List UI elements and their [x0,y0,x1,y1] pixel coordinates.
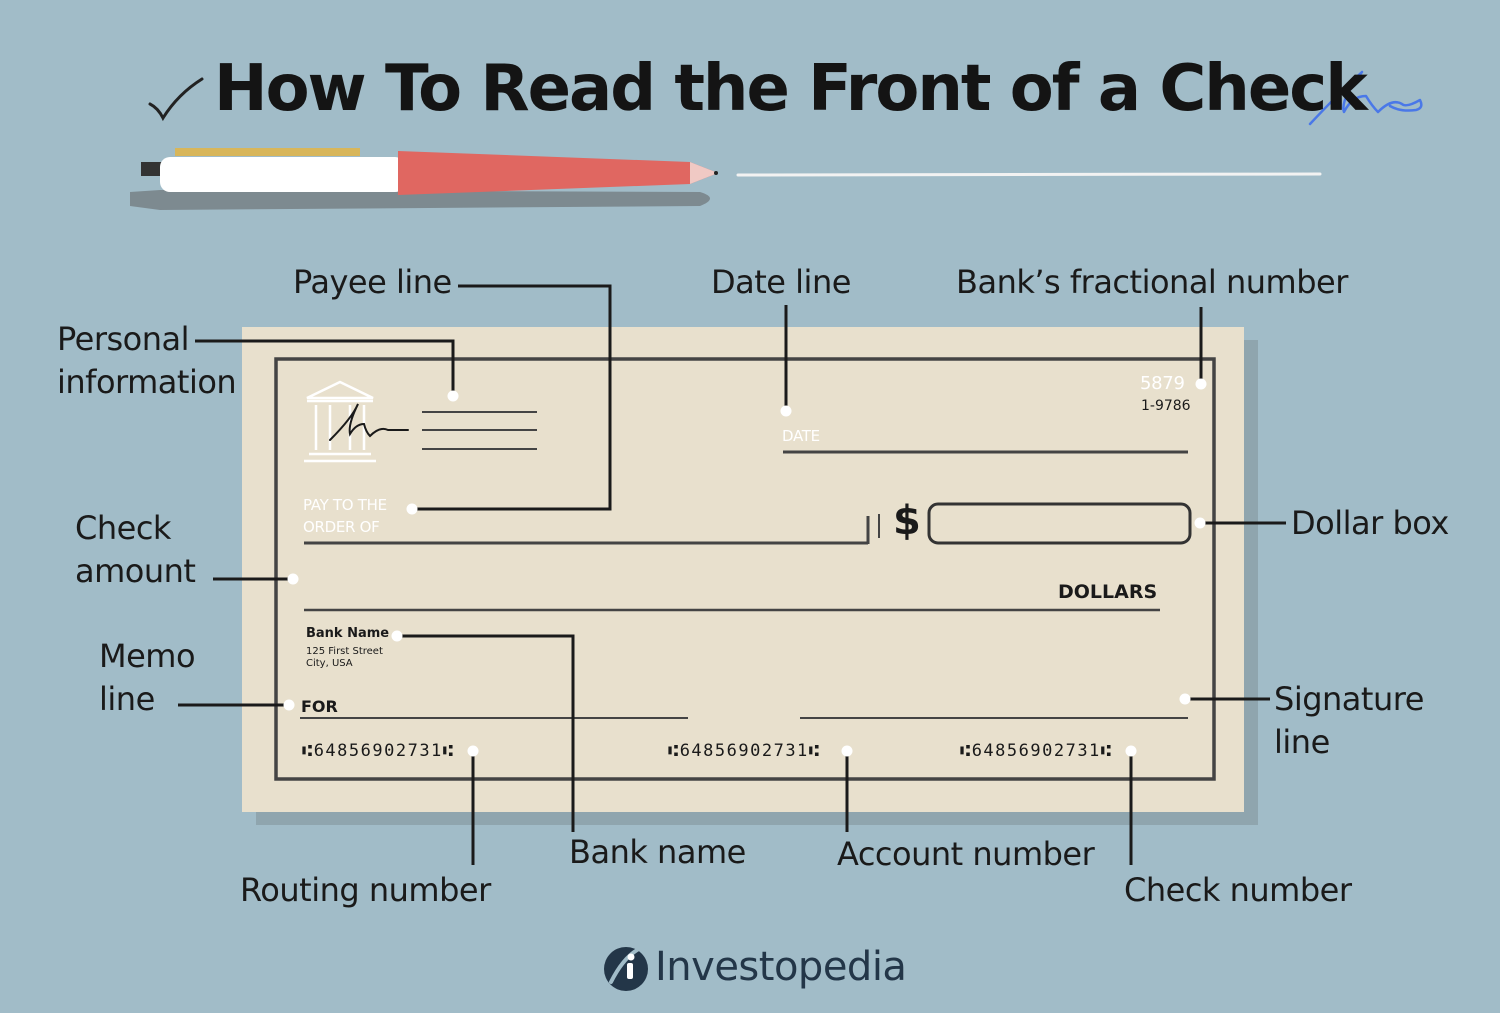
leader-dots [283,378,1207,757]
label-signature-2: line [1274,723,1330,761]
dot-check-amount [287,573,299,585]
dot-dollar-box [1194,517,1206,529]
label-account-number: Account number [837,835,1095,873]
memo-label: FOR [301,697,338,716]
label-fractional-number: Bank’s fractional number [956,263,1348,301]
leader-bank-name [397,634,575,832]
brand-name: Investopedia [655,944,907,990]
dollar-box-field [927,502,1192,545]
pay-to-label-1: PAY TO THE [303,496,387,514]
bank-address-line-2: City, USA [306,658,353,669]
date-label: DATE [782,427,820,445]
label-dollar-box: Dollar box [1291,504,1449,542]
dollar-sign: $ [893,498,921,544]
drawer-signature-icon [329,403,409,441]
label-routing-number: Routing number [240,871,491,909]
dot-routing [467,745,479,757]
dot-fractional [1195,378,1207,390]
dot-personal [447,390,459,402]
label-signature-1: Signature [1274,680,1424,718]
check-number-text: 5879 [1140,373,1185,394]
page-title: How To Read the Front of a Check [214,52,1368,126]
dot-memo [283,699,295,711]
label-payee-line: Payee line [293,263,452,301]
dot-account [841,745,853,757]
label-check-amount-2: amount [75,552,196,590]
signature-scribble-icon [1308,70,1423,126]
fractional-number-text: 1-9786 [1141,398,1191,414]
label-personal-info-2: information [57,363,237,401]
label-memo-1: Memo [99,637,196,675]
label-date-line: Date line [711,263,851,301]
leader-payee [412,284,612,511]
investopedia-logo-icon [604,944,648,991]
micr-account: ⑆64856902731⑆ [668,741,821,761]
dot-signature [1179,693,1191,705]
micr-check-number: ⑆64856902731⑆ [960,741,1113,761]
pen-icon [130,148,718,210]
leader-lines [178,284,1286,865]
checkmark-icon [148,77,204,122]
label-check-amount-1: Check [75,509,171,547]
pen-stroke-line [736,172,1322,177]
bank-address-line-1: 125 First Street [306,646,383,657]
dot-check-number [1125,745,1137,757]
dollars-label: DOLLARS [1058,581,1158,603]
check-paper [242,327,1244,812]
leader-personal [195,339,455,396]
bank-name-text: Bank Name [306,626,390,641]
label-check-number: Check number [1124,871,1352,909]
label-personal-info-1: Personal [57,320,190,358]
check-inner-border [274,357,1216,781]
pay-to-label-2: ORDER OF [303,518,380,536]
label-memo-2: line [99,680,155,718]
dot-payee [406,503,418,515]
dot-date [780,405,792,417]
dot-bank-name [391,630,403,642]
label-bank-name: Bank name [569,833,746,871]
micr-routing: ⑆64856902731⑆ [302,741,455,761]
